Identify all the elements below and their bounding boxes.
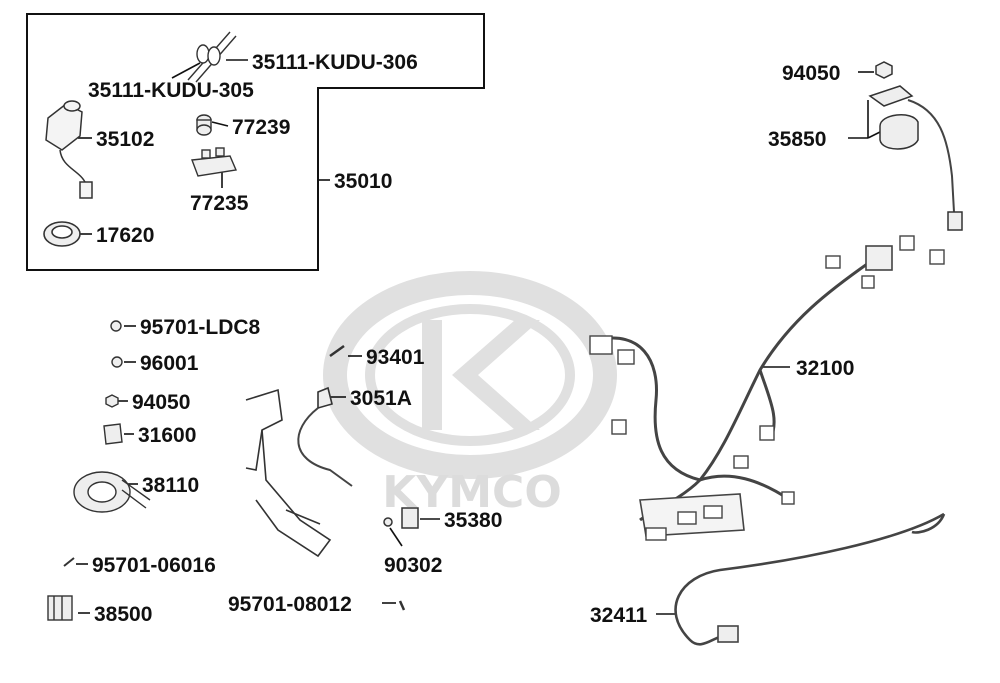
callout-35850: 35850 [768, 128, 827, 151]
callout-31600: 31600 [138, 424, 197, 447]
callout-90302: 90302 [384, 554, 443, 577]
callout-35111-kudu-306: 35111-KUDU-306 [252, 51, 418, 74]
hardware-column-drawing [47, 320, 151, 621]
callout-95701-ldc8: 95701-LDC8 [140, 316, 261, 339]
key-blanks-drawing [187, 31, 237, 83]
lock-cylinder-drawing [196, 114, 212, 136]
callout-95701-06016: 95701-06016 [92, 554, 216, 577]
callout-32100: 32100 [796, 357, 855, 380]
ignition-switch-drawing [45, 100, 93, 199]
callout-38110: 38110 [142, 474, 200, 497]
callout-94050: 94050 [132, 391, 191, 414]
callout-35380: 35380 [444, 509, 503, 532]
callout-35102: 35102 [96, 128, 155, 151]
seal-cap-drawing [43, 221, 81, 247]
callout-95701-08012: 95701-08012 [228, 593, 352, 616]
battery-cable-drawing [674, 512, 946, 646]
callout-77235: 77235 [190, 192, 249, 215]
lock-mechanism-drawing [191, 147, 237, 177]
callout-96001: 96001 [140, 352, 199, 375]
kit-box-outline [26, 13, 485, 271]
callout-17620: 17620 [96, 224, 155, 247]
callout-3051a: 3051A [350, 387, 412, 410]
frame-bracket-drawing [245, 344, 353, 558]
callout-35111-kudu-305: 35111-KUDU-305 [88, 79, 254, 102]
callout-93401: 93401 [366, 346, 425, 369]
relay-assembly-drawing [868, 61, 963, 231]
switch-35380-drawing [383, 507, 419, 611]
callout-35010: 35010 [334, 170, 393, 193]
callout-32411: 32411 [590, 604, 648, 627]
kymco-watermark-logo [323, 271, 617, 479]
wire-harness-drawing [589, 235, 945, 541]
callout-77239: 77239 [232, 116, 291, 139]
callout-38500: 38500 [94, 603, 153, 626]
callout-94050-relay-nut: 94050 [782, 62, 841, 85]
